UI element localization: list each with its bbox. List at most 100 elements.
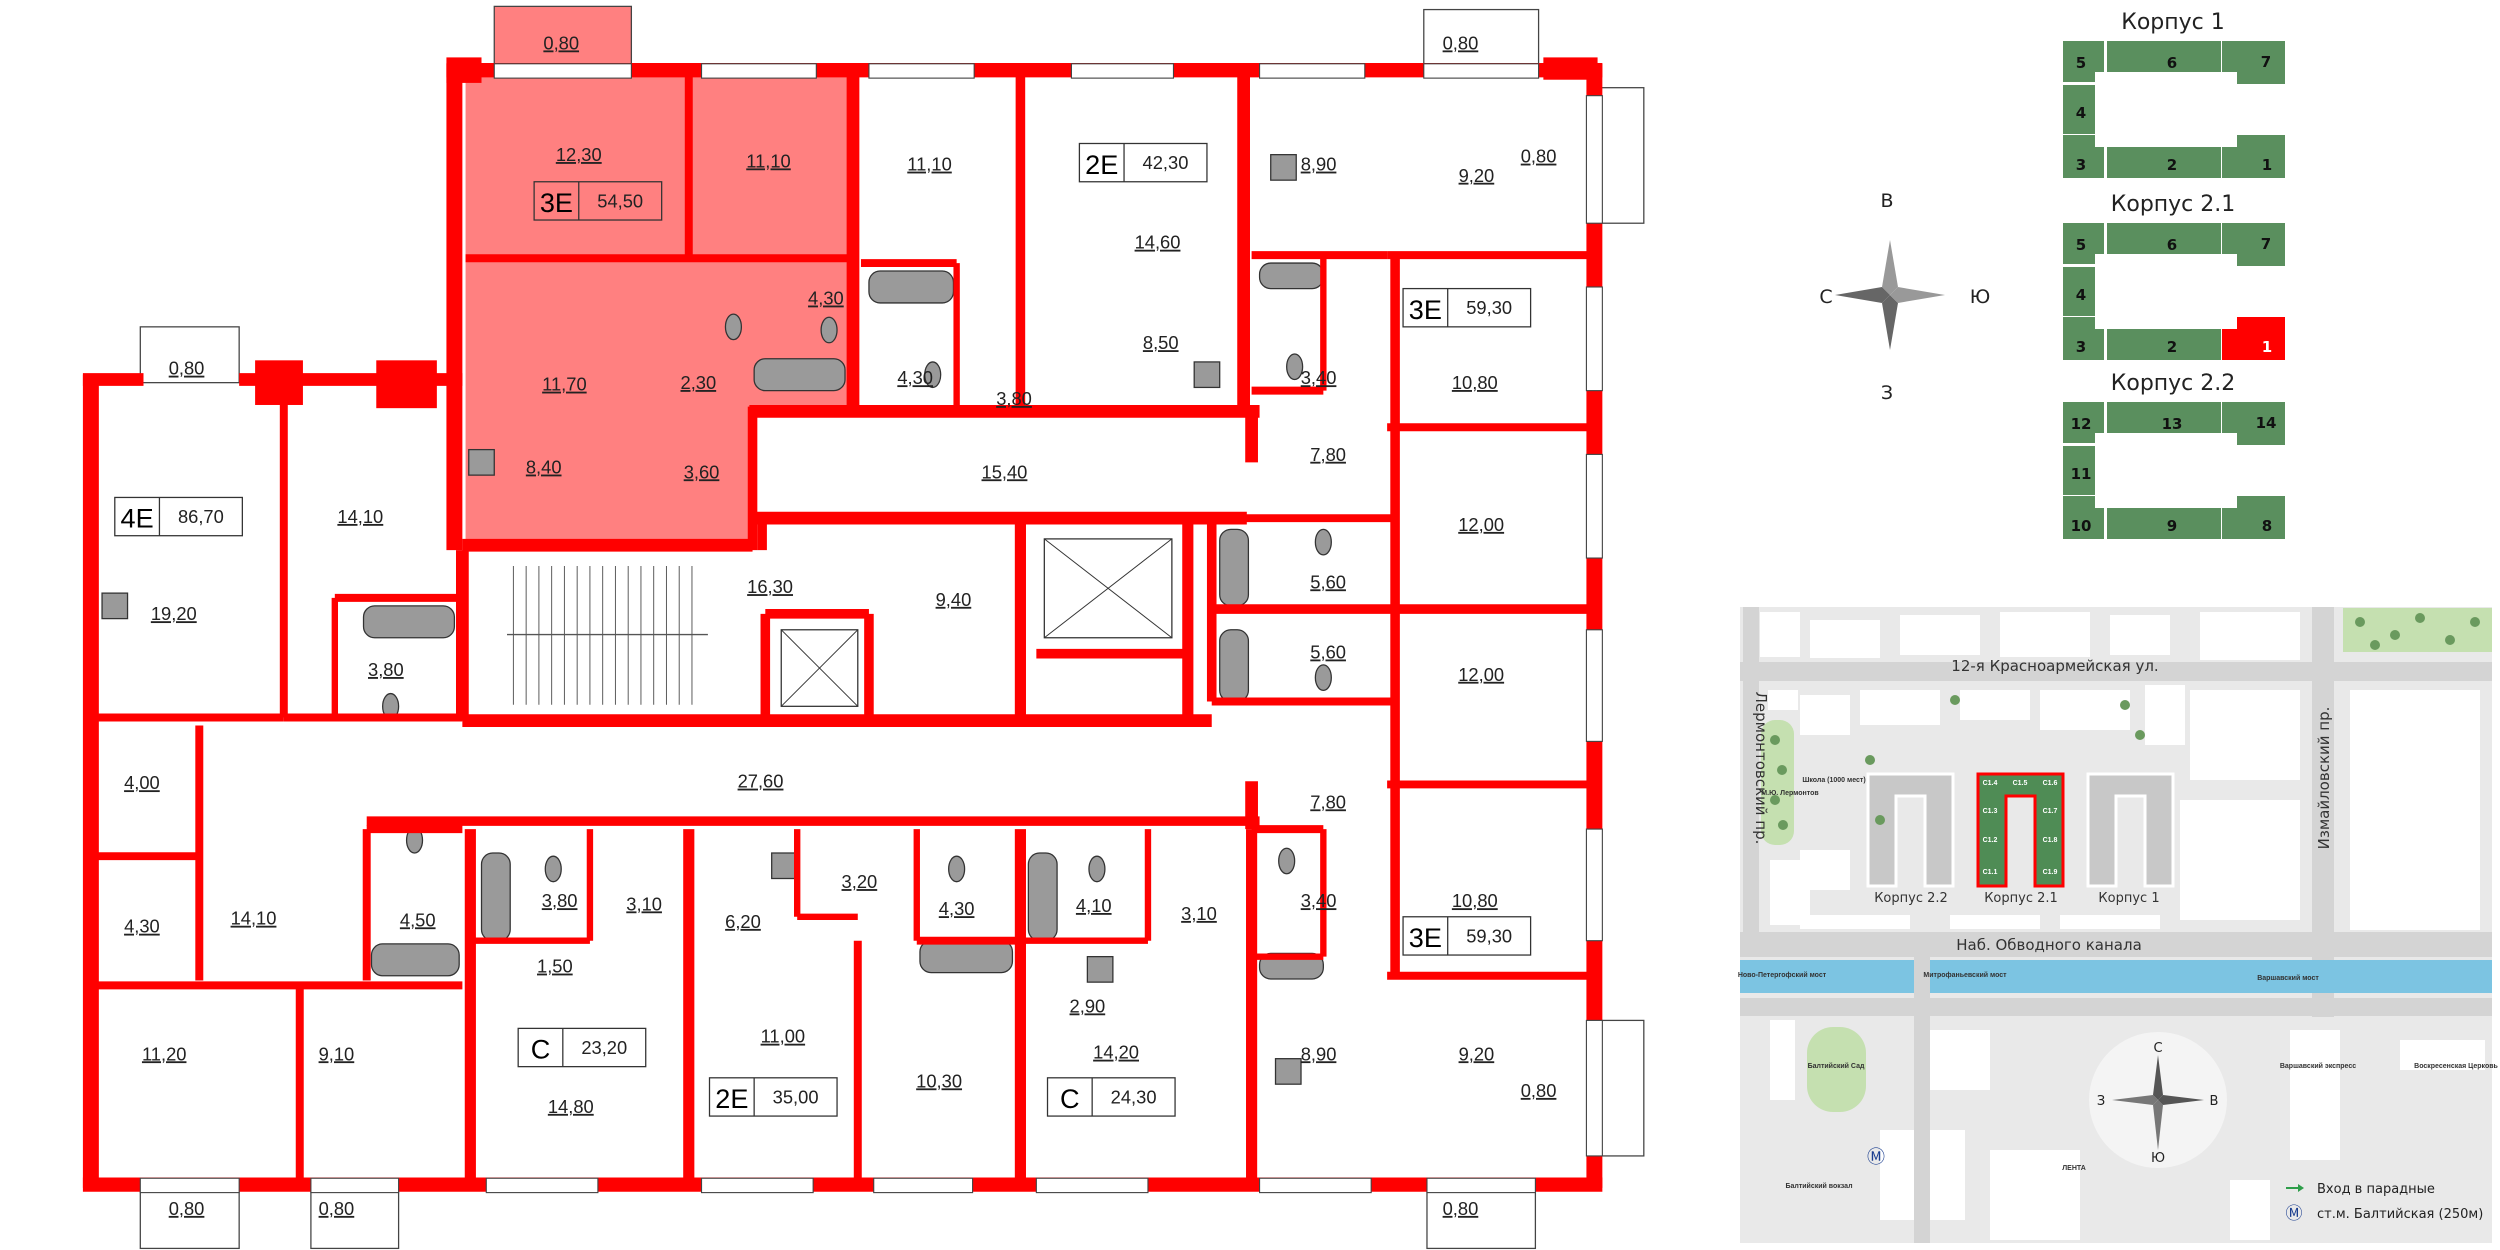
section-block[interactable]: 7 — [2222, 41, 2285, 84]
section-block[interactable]: 6 — [2107, 41, 2221, 72]
section-number: 2 — [2167, 156, 2177, 174]
section-block[interactable]: 9 — [2107, 508, 2221, 539]
section-block[interactable]: 11 — [2063, 446, 2095, 495]
apartment-area: 86,70 — [178, 506, 224, 527]
toilet-icon — [1088, 855, 1106, 883]
section-block[interactable]: 13 — [2107, 402, 2221, 433]
window — [1035, 1177, 1149, 1194]
legend-metro: ст.м. Балтийская (250м) — [2317, 1207, 2483, 1222]
map-section-label: С1.6 — [2043, 780, 2058, 787]
section-block[interactable]: 5 — [2063, 223, 2104, 264]
section-shape[interactable] — [2063, 223, 2104, 264]
map-compass-arm-icon — [2112, 1095, 2158, 1105]
section-block[interactable]: 8 — [2222, 496, 2285, 539]
legend-metro-icon: Ⓜ — [2286, 1204, 2303, 1224]
section-block[interactable]: 5 — [2063, 41, 2104, 82]
section-block[interactable]: 4 — [2063, 85, 2095, 134]
apartment-type: 2E — [1085, 149, 1118, 180]
section-shape[interactable] — [2063, 402, 2104, 443]
room-area-label: 3,40 — [1301, 367, 1337, 388]
toilet-icon — [948, 855, 966, 883]
section-shape[interactable] — [2063, 317, 2104, 360]
section-shape[interactable] — [2107, 147, 2221, 178]
map-label-lenta: ЛЕНТА — [2062, 1165, 2086, 1172]
road-krasnoarmeyskaya — [1740, 662, 2492, 681]
map-korpus[interactable] — [1866, 772, 1955, 888]
section-block[interactable]: 10 — [2063, 496, 2104, 539]
section-block[interactable]: 14 — [2222, 402, 2285, 445]
section-block[interactable]: 4 — [2063, 267, 2095, 316]
section-title: Корпус 2.1 — [2111, 192, 2236, 217]
map-building — [1799, 915, 1910, 930]
map-section-label: С1.7 — [2043, 808, 2058, 815]
section-block[interactable]: 2 — [2107, 147, 2221, 178]
compass-label-right: Ю — [1970, 286, 1991, 308]
section-block[interactable]: 3 — [2063, 135, 2104, 178]
map-korpus-selected[interactable] — [1976, 772, 2065, 888]
map-building — [1760, 612, 1800, 657]
section-shape[interactable] — [2063, 446, 2095, 495]
map-building — [2190, 690, 2300, 780]
section-shape[interactable] — [2222, 135, 2285, 178]
section-block[interactable]: 3 — [2063, 317, 2104, 360]
room-area-label: 11,00 — [761, 1026, 806, 1047]
map-label-korpus-1: Корпус 1 — [2098, 891, 2159, 906]
room-area-label: 3,10 — [1181, 903, 1217, 924]
room-area-label: 4,50 — [400, 909, 436, 930]
section-shape[interactable] — [2222, 41, 2285, 84]
section-shape[interactable] — [2063, 267, 2095, 316]
section-shape[interactable] — [2107, 329, 2221, 360]
section-shape[interactable] — [2222, 223, 2285, 266]
section-shape[interactable] — [2107, 41, 2221, 72]
window — [700, 63, 817, 79]
section-shape[interactable] — [2063, 135, 2104, 178]
section-block[interactable]: 12 — [2063, 402, 2104, 443]
map-compass-arm-icon — [2158, 1095, 2205, 1105]
section-shape[interactable] — [2063, 496, 2104, 539]
section-title: Корпус 1 — [2121, 10, 2225, 35]
section-block[interactable]: 6 — [2107, 223, 2221, 255]
section-shape[interactable] — [2222, 317, 2285, 360]
selected-apartment-highlight[interactable] — [465, 76, 849, 546]
map-label-varshavsky-express: Варшавский экспресс — [2280, 1062, 2356, 1070]
section-shape[interactable] — [2107, 223, 2221, 255]
section-shape[interactable] — [2063, 85, 2095, 134]
street-lermontovsky: Лермонтовский пр. — [1752, 692, 1770, 845]
apartment-type: C — [1060, 1083, 1080, 1114]
legend: Вход в парадные Ⓜ ст.м. Балтийская (250м… — [2286, 1182, 2484, 1224]
trees — [1770, 613, 2480, 830]
metro-icon: Ⓜ — [1867, 1147, 1885, 1168]
apartment-type: 2E — [715, 1083, 748, 1114]
section-block[interactable]: 1 — [2222, 135, 2285, 178]
section-block[interactable]: 7 — [2222, 223, 2285, 266]
section-shape[interactable] — [2063, 41, 2104, 82]
street-krasnoarmeyskaya: 12-я Красноармейская ул. — [1951, 657, 2158, 675]
section-block[interactable]: 2 — [2107, 329, 2221, 360]
map-label-bridge-mitrofanyevsky: Митрофаньевский мост — [1923, 971, 2007, 979]
map-building — [2200, 612, 2300, 660]
section-shape[interactable] — [2107, 402, 2221, 433]
section-shape[interactable] — [2222, 496, 2285, 539]
room-area-label: 0,80 — [1443, 1198, 1479, 1219]
balcony — [139, 1187, 240, 1250]
room-area-label: 11,10 — [907, 154, 952, 175]
section-shape[interactable] — [2107, 508, 2221, 539]
section-number: 2 — [2167, 338, 2177, 356]
apartment-area: 59,30 — [1466, 297, 1512, 318]
section-shape[interactable] — [2222, 402, 2285, 445]
compass-arm-icon — [1835, 287, 1890, 303]
section-block-selected[interactable]: 1 — [2222, 317, 2285, 360]
tree-icon — [1770, 795, 1780, 805]
map-building — [1960, 690, 2031, 720]
map-korpus[interactable] — [2086, 772, 2175, 888]
